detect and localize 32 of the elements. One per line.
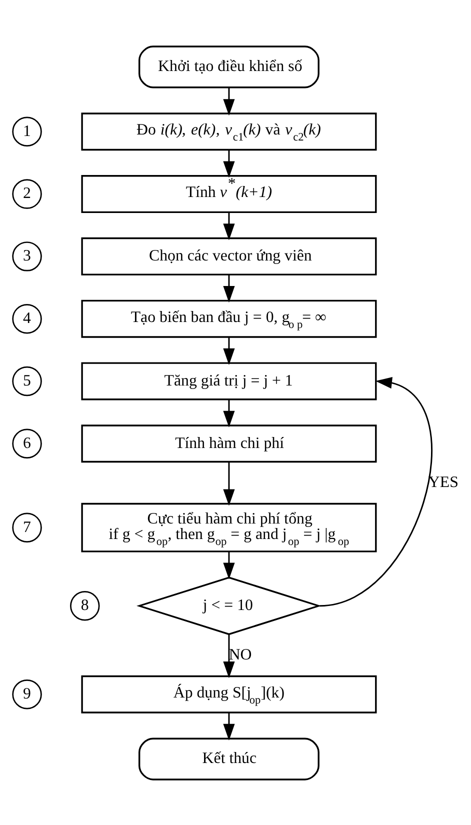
node-box: Kết thúc <box>138 737 320 780</box>
edge-label: YES <box>428 473 458 490</box>
node-circle: 2 <box>12 178 42 208</box>
node-box: Chọn các vector ứng viên <box>81 236 377 275</box>
arrow <box>223 149 235 178</box>
edge-label: NO <box>228 646 252 663</box>
node-box: Tính hàm chi phí <box>81 424 377 462</box>
node-circle: 4 <box>12 303 42 334</box>
node-box: Đo i(k), e(k), v$_{c1}$(k) và v$_{c2}$(k) <box>81 112 377 150</box>
arrow <box>223 274 235 302</box>
node-box: Áp dụng S[j$_{op}$](k) <box>81 674 377 713</box>
node-circle: 6 <box>12 428 42 458</box>
arrow <box>320 376 432 606</box>
node-box: Tăng giá trị j = j + 1 <box>81 362 377 400</box>
node-box: Cực tiểu hàm chi phí tổng if g < g$_{op}$, then g$_{op}$ = g and j$_{op}$ = j |g$_{op}$ <box>81 502 377 552</box>
arrow <box>223 212 235 240</box>
node-circle: 3 <box>12 241 42 271</box>
arrow <box>223 634 235 678</box>
node-diamond: j < = 10 <box>136 576 322 635</box>
node-circle: 9 <box>12 679 42 709</box>
node-box: Tạo biến ban đầu j = 0, g$_{o p}$= ∞ <box>81 299 377 338</box>
node-circle: 7 <box>12 512 42 542</box>
arrow <box>223 336 235 364</box>
arrow <box>223 712 235 740</box>
node-circle: 5 <box>12 366 42 396</box>
node-circle: 8 <box>70 590 100 620</box>
arrow <box>223 87 235 116</box>
node-circle: 1 <box>12 116 42 146</box>
node-box: Khởi tạo điều khiển số <box>138 45 320 88</box>
arrow <box>223 398 235 427</box>
arrow <box>223 551 235 579</box>
arrow <box>223 462 235 506</box>
